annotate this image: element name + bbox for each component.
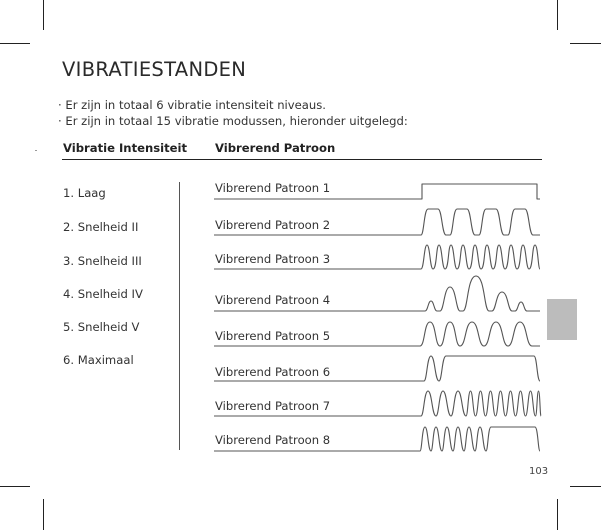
intensity-item-6: 6. Maximaal	[63, 353, 134, 367]
crop-mark-bottom-right-vertical	[557, 499, 558, 530]
page-title: VIBRATIESTANDEN	[62, 58, 247, 81]
pattern-label-8: Vibrerend Patroon 8	[215, 433, 331, 447]
intensity-item-4: 4. Snelheid IV	[63, 287, 143, 301]
stray-mark	[35, 150, 37, 151]
header-vibration-pattern: Vibrerend Patroon	[215, 141, 336, 155]
pattern-label-4: Vibrerend Patroon 4	[215, 293, 331, 307]
page-number: 103	[529, 466, 549, 477]
pattern-label-2: Vibrerend Patroon 2	[215, 218, 331, 232]
pattern-label-1: Vibrerend Patroon 1	[215, 181, 331, 195]
header-vibration-intensity: Vibratie Intensiteit	[63, 141, 188, 155]
pattern-label-3: Vibrerend Patroon 3	[215, 252, 331, 266]
intensity-item-3: 3. Snelheid III	[63, 254, 142, 268]
pattern-label-7: Vibrerend Patroon 7	[215, 399, 331, 413]
waveform-pattern-6	[214, 355, 541, 382]
intensity-item-1: 1. Laag	[63, 186, 106, 200]
waveform-pattern-8	[214, 426, 541, 452]
waveform-pattern-5	[214, 321, 540, 347]
crop-mark-bottom-left-horizontal	[0, 486, 30, 487]
waveform-pattern-2	[214, 208, 540, 236]
waveform-pattern-4	[214, 275, 540, 312]
waveform-pattern-3	[214, 244, 541, 270]
column-divider	[179, 182, 180, 450]
waveform-pattern-7	[214, 390, 542, 417]
pattern-label-6: Vibrerend Patroon 6	[215, 365, 331, 379]
side-tab-marker	[547, 299, 577, 340]
intensity-item-2: 2. Snelheid II	[63, 220, 139, 234]
crop-mark-bottom-left-vertical	[43, 499, 44, 530]
crop-mark-top-left-vertical	[43, 0, 44, 30]
crop-mark-top-right-horizontal	[570, 43, 601, 44]
pattern-label-5: Vibrerend Patroon 5	[215, 329, 331, 343]
crop-mark-bottom-right-horizontal	[570, 486, 601, 487]
crop-mark-top-left-horizontal	[0, 43, 30, 44]
header-divider	[62, 159, 542, 160]
bullet-vibration-modes: · Er zijn in totaal 15 vibratie modussen…	[58, 114, 408, 128]
crop-mark-top-right-vertical	[557, 0, 558, 30]
bullet-intensity-levels: · Er zijn in totaal 6 vibratie intensite…	[58, 98, 326, 112]
waveform-pattern-1	[214, 183, 540, 200]
intensity-item-5: 5. Snelheid V	[63, 320, 140, 334]
